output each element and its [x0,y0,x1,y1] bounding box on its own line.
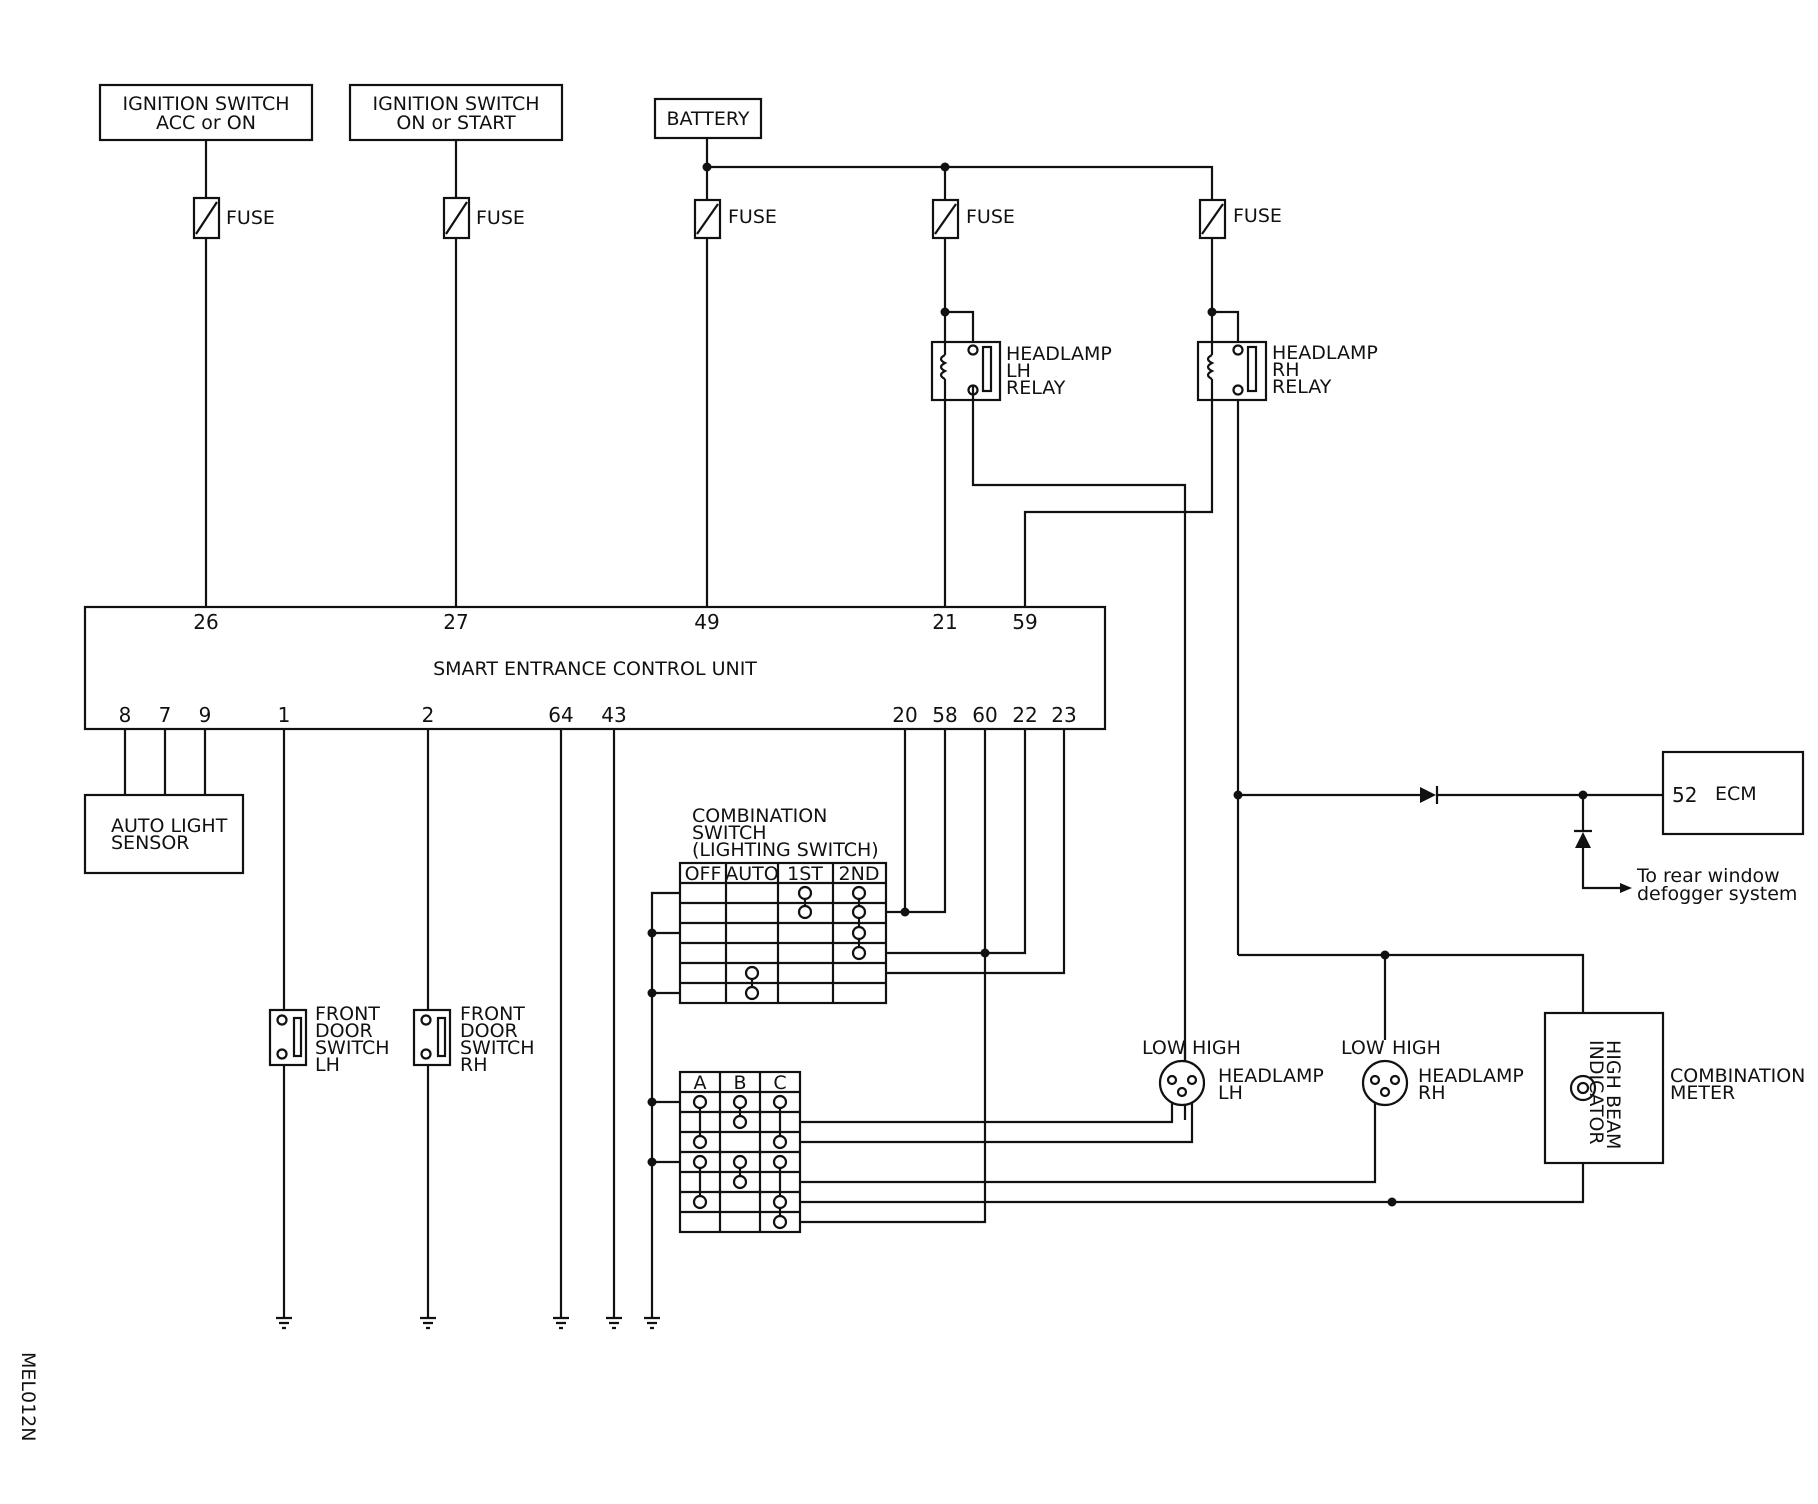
auto-light-sensor-line2: SENSOR [111,832,190,854]
pin-23: 23 [1051,703,1076,727]
pin-20: 20 [892,703,917,727]
door-rh-line2: DOOR [460,1020,518,1042]
ignition-switch-on-box: IGNITION SWITCH ON or START [348,83,564,142]
relay-rh-line1: HEADLAMP [1272,342,1378,364]
dimmer-col-c: C [773,1072,786,1094]
ignition-on-title: IGNITION SWITCH [372,93,539,115]
pin-59: 59 [1012,610,1037,634]
relay-lh-line1: HEADLAMP [1006,343,1112,365]
headlamp-rh-line2: RH [1418,1082,1446,1104]
door-lh-line4: LH [315,1054,340,1076]
dimmer-col-b: B [733,1072,746,1094]
battery-box: BATTERY [653,97,763,140]
headlamp-rh-low: LOW [1341,1037,1385,1059]
headlamp-rh: LOW HIGH HEADLAMP RH [1341,1037,1524,1107]
battery-label: BATTERY [666,108,749,130]
door-lh-line3: SWITCH [315,1037,390,1059]
high-beam-indicator-line2: INDICATOR [1585,1040,1607,1145]
control-unit-name: SMART ENTRANCE CONTROL UNIT [433,658,757,680]
dimmer-switch-grid: A B C [678,1070,802,1234]
door-rh-line3: SWITCH [460,1037,535,1059]
pin-21: 21 [932,610,957,634]
col-2nd: 2ND [839,863,880,885]
fuse-label: FUSE [226,207,275,229]
ecm-label: ECM [1715,783,1757,805]
ground-symbols [276,1316,660,1330]
fuse-headlamp-lh-relay: FUSE [931,198,1015,240]
door-rh-line1: FRONT [460,1003,525,1025]
pin-43: 43 [601,703,626,727]
fuse-label: FUSE [966,206,1015,228]
headlamp-lh-high: HIGH [1192,1037,1241,1059]
relay-rh-line3: RELAY [1272,376,1332,398]
fuse-ign-on: FUSE [442,140,525,240]
ignition-acc-mode: ACC or ON [156,112,256,134]
pin-64: 64 [548,703,573,727]
pin-60: 60 [972,703,997,727]
combination-meter: HIGH BEAM INDICATOR COMBINATION METER [1543,1011,1805,1165]
ecm-pin-52: 52 [1672,783,1697,807]
door-rh-line4: RH [460,1054,488,1076]
lighting-switch-grid: OFF AUTO 1ST 2ND [678,861,888,1005]
headlamp-lh-relay: HEADLAMP LH RELAY [930,238,1112,402]
headlamp-lh-line1: HEADLAMP [1218,1065,1324,1087]
combo-title-line3: (LIGHTING SWITCH) [692,839,879,861]
auto-light-sensor-line1: AUTO LIGHT [111,815,228,837]
headlamp-rh-high: HIGH [1392,1037,1441,1059]
fuse-ign-acc: FUSE [192,140,275,240]
ignition-switch-acc-box: IGNITION SWITCH ACC or ON [98,83,314,142]
auto-light-sensor: AUTO LIGHT SENSOR [83,793,245,875]
combination-meter-line2: METER [1670,1082,1735,1104]
pin-7: 7 [159,703,172,727]
pin-49: 49 [694,610,719,634]
col-auto: AUTO [725,863,778,885]
rear-defogger-line2: defogger system [1637,883,1797,905]
front-door-switch-rh: FRONT DOOR SWITCH RH [412,1003,535,1076]
pin-27: 27 [443,610,468,634]
ignition-on-mode: ON or START [396,112,516,134]
fuse-label: FUSE [728,206,777,228]
smart-entrance-control-unit: SMART ENTRANCE CONTROL UNIT 26 27 49 21 … [83,605,1107,731]
ecm-box: 52 ECM [1661,750,1805,836]
front-door-switch-lh: FRONT DOOR SWITCH LH [268,1003,390,1076]
combination-switch-title: COMBINATION SWITCH (LIGHTING SWITCH) [692,805,879,861]
headlamp-lh: LOW HIGH HEADLAMP LH [1142,1037,1324,1107]
headlamp-lh-low: LOW [1142,1037,1186,1059]
relay-rh-line2: RH [1272,359,1300,381]
pin-1: 1 [278,703,291,727]
headlamp-rh-line1: HEADLAMP [1418,1065,1524,1087]
rear-defogger-line1: To rear window [1636,865,1780,887]
combo-title-line1: COMBINATION [692,805,827,827]
col-1st: 1ST [787,863,823,885]
relay-lh-line2: LH [1006,360,1031,382]
fuse-label: FUSE [1233,205,1282,227]
ignition-acc-title: IGNITION SWITCH [122,93,289,115]
door-lh-line2: DOOR [315,1020,373,1042]
fuse-battery: FUSE [693,198,777,240]
door-lh-line1: FRONT [315,1003,380,1025]
combo-title-line2: SWITCH [692,822,767,844]
pin-2: 2 [422,703,435,727]
pin-22: 22 [1012,703,1037,727]
headlamp-lh-line2: LH [1218,1082,1243,1104]
pin-9: 9 [199,703,212,727]
dimmer-col-a: A [694,1072,707,1094]
pin-8: 8 [119,703,132,727]
headlamp-rh-relay: HEADLAMP RH RELAY [1196,238,1378,402]
diagram-code: MEL012N [17,1352,39,1441]
pin-26: 26 [193,610,218,634]
fuse-label: FUSE [476,207,525,229]
pin-58: 58 [932,703,957,727]
fuse-headlamp-rh-relay: FUSE [1198,198,1282,240]
high-beam-indicator-line1: HIGH BEAM [1602,1040,1624,1149]
relay-lh-line3: RELAY [1006,377,1066,399]
col-off: OFF [685,863,722,885]
combination-meter-line1: COMBINATION [1670,1065,1805,1087]
